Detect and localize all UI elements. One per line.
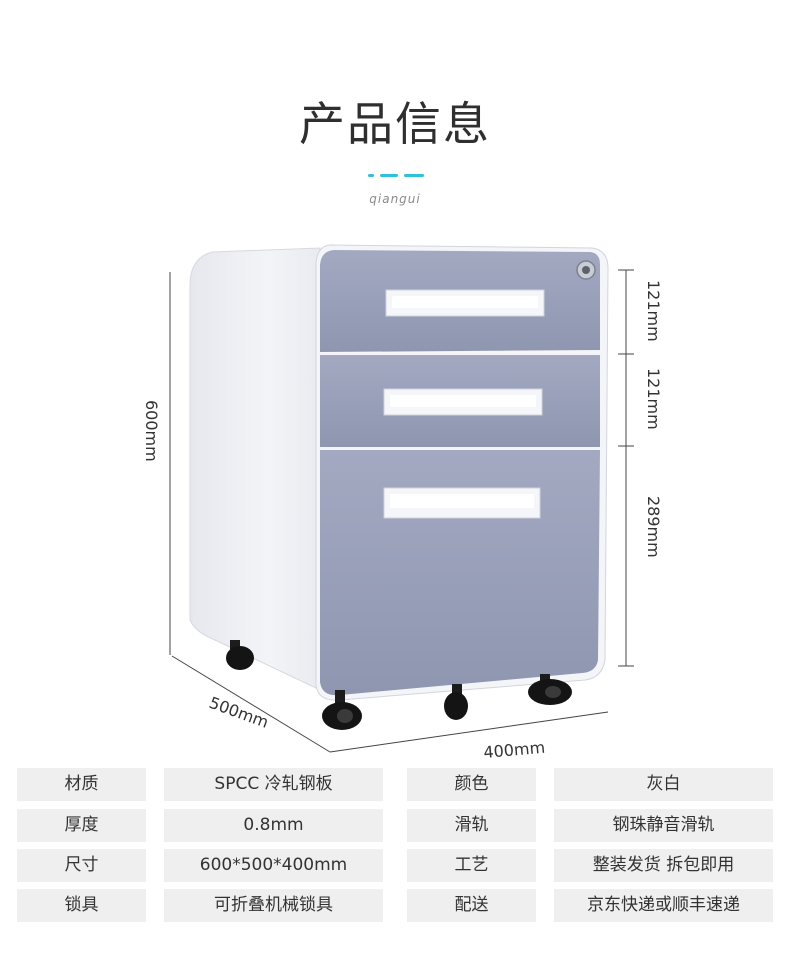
drawer-handle-1 xyxy=(385,289,545,317)
spec-value: 0.8mm xyxy=(164,809,383,842)
spec-row: 材质 SPCC 冷轧钢板 颜色 灰白 xyxy=(17,768,773,801)
drawer-handle-2 xyxy=(383,388,543,416)
height-dimension-label: 600mm xyxy=(142,400,161,462)
spec-row: 尺寸 600*500*400mm 工艺 整装发货 拆包即用 xyxy=(17,849,773,882)
spec-value: 可折叠机械锁具 xyxy=(164,889,383,922)
spec-label: 滑轨 xyxy=(407,809,536,842)
spec-value: 灰白 xyxy=(554,768,773,801)
caster-front-left xyxy=(322,690,362,730)
cabinet-illustration: 600mm 500mm 400mm 121mm 121mm 289mm xyxy=(142,244,663,762)
cabinet-side xyxy=(189,247,321,691)
drawer-handle-3 xyxy=(383,487,541,519)
spec-row: 锁具 可折叠机械锁具 配送 京东快递或顺丰速递 xyxy=(17,889,773,922)
spec-label: 工艺 xyxy=(407,849,536,882)
caster-front-right xyxy=(528,674,572,705)
spec-label: 配送 xyxy=(407,889,536,922)
spec-value: 600*500*400mm xyxy=(164,849,383,882)
lock-icon xyxy=(576,260,596,280)
depth-dimension-label: 500mm xyxy=(207,693,271,732)
spec-label: 颜色 xyxy=(407,768,536,801)
spec-value: 京东快递或顺丰速递 xyxy=(554,889,773,922)
width-dimension-label: 400mm xyxy=(483,738,546,762)
caster-back-left xyxy=(226,640,254,670)
spec-value: SPCC 冷轧钢板 xyxy=(164,768,383,801)
caster-front-middle xyxy=(444,684,468,720)
spec-label: 厚度 xyxy=(17,809,146,842)
drawer1-dimension-label: 121mm xyxy=(644,280,663,342)
spec-label: 尺寸 xyxy=(17,849,146,882)
spec-label: 材质 xyxy=(17,768,146,801)
depth-dimension-line xyxy=(171,655,331,753)
title-decoration xyxy=(368,174,428,178)
drawer3-dimension-label: 289mm xyxy=(644,496,663,558)
spec-row: 厚度 0.8mm 滑轨 钢珠静音滑轨 xyxy=(17,809,773,842)
spec-label: 锁具 xyxy=(17,889,146,922)
page-subtitle: qiangui xyxy=(369,192,421,206)
width-dimension-line xyxy=(329,711,609,753)
spec-value: 钢珠静音滑轨 xyxy=(554,809,773,842)
page-title: 产品信息 xyxy=(299,97,491,151)
drawer-front-3 xyxy=(320,450,600,696)
spec-value: 整装发货 拆包即用 xyxy=(554,849,773,882)
drawer2-dimension-label: 121mm xyxy=(644,368,663,430)
